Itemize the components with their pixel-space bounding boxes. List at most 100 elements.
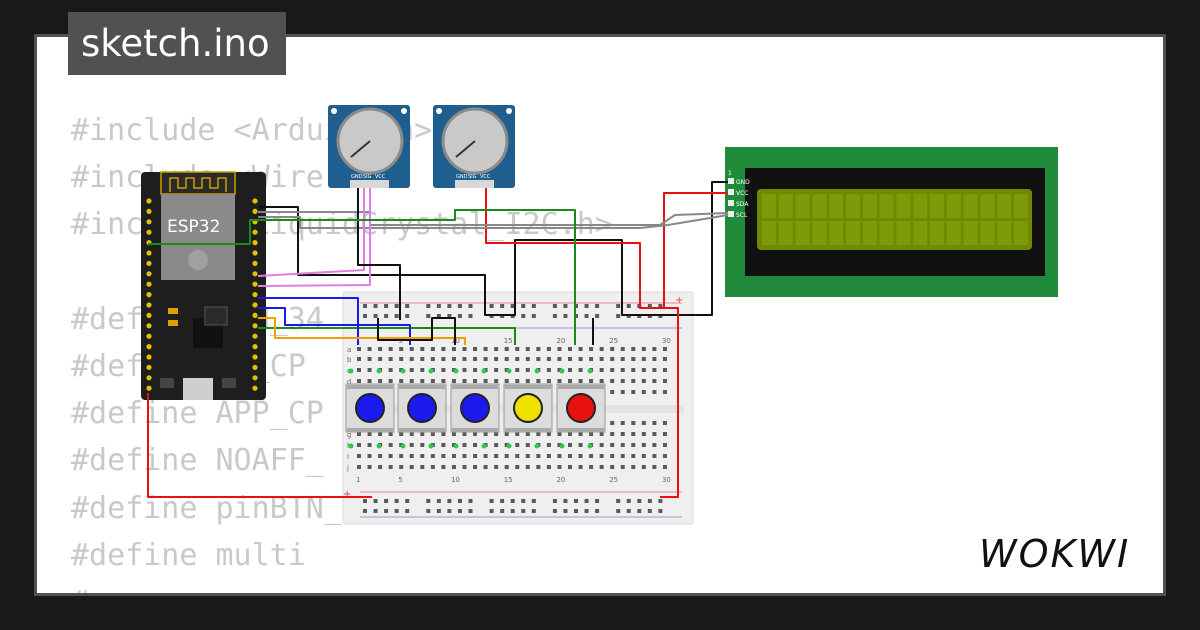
button-3[interactable] [450,368,500,449]
breadboard-hole [430,454,435,458]
breadboard-hole [662,443,667,447]
breadboard-hole [462,454,467,458]
rail-hole [637,509,642,513]
rail-hole [468,499,473,503]
breadboard-hole [483,432,488,436]
breadboard-hole [536,454,541,458]
breadboard-hole [620,357,625,361]
rail-hole [531,499,536,503]
breadboard-hole [536,347,541,351]
lcd-pin-label: SCL [736,212,748,219]
breadboard-hole [367,368,372,372]
lcd-cell [862,221,877,245]
breadboard-hole [599,357,604,361]
breadboard-hole [420,347,425,351]
pot-pin-label: GND [351,174,363,180]
breadboard-hole [568,368,572,372]
button-1[interactable] [345,368,395,449]
breadboard-hole [631,379,636,383]
wire-vcc-lcd [485,188,728,309]
rail-hole [373,304,378,308]
breadboard-hole [610,465,615,469]
wire-red-rail [147,393,372,498]
breadboard-hole [662,368,667,372]
wire-scl-lcd [258,214,729,229]
breadboard-hole [441,347,446,351]
potentiometer-1: GND SIG VCC [328,105,410,188]
breadboard-hole [610,379,615,383]
rail-hole [384,314,389,318]
breadboard-hole [546,368,551,372]
breadboard-hole [546,379,551,383]
push-buttons [345,368,606,449]
rail-hole [595,499,600,503]
breadboard-hole [578,454,583,458]
breadboard-row-label: g [347,431,351,439]
breadboard-row-label: i [347,453,349,461]
rail-plus-label: + [675,295,683,306]
rail-hole [626,509,631,513]
rail-hole [468,314,473,318]
lcd-cell [930,221,944,245]
button-4[interactable] [503,368,553,449]
breadboard-hole [589,357,594,361]
rail-hole [531,314,536,318]
breadboard-hole [494,379,499,383]
breadboard-row-label: j [346,464,349,472]
breadboard-hole [568,454,572,458]
breadboard-hole [494,368,499,372]
breadboard-hole [420,357,425,361]
rail-hole [552,509,557,513]
esp32-pin [252,344,258,350]
breadboard-hole [652,465,657,469]
button-5[interactable] [556,368,606,449]
breadboard-hole [620,347,625,351]
breadboard-hole [631,357,636,361]
lcd-cell [862,194,877,218]
lcd-character-cells [762,194,1028,245]
breadboard-hole [399,379,404,383]
breadboard-hole [504,465,509,469]
wokwi-logo: WOKWI [979,532,1128,576]
lcd-cell [913,194,928,218]
breadboard-hole [525,379,530,383]
esp32-pin [252,240,258,246]
breadboard-hole [557,432,562,436]
breadboard-hole [589,465,594,469]
breadboard-hole [652,443,657,447]
breadboard-hole [525,357,530,361]
breadboard-hole [462,443,467,447]
rail-hole [436,314,441,318]
breadboard-hole [620,465,625,469]
button-2[interactable] [397,368,447,449]
breadboard-hole [652,390,657,394]
rail-hole [489,304,494,308]
rail-hole [563,499,568,503]
rail-hole [363,509,367,513]
breadboard-hole [631,421,636,425]
lcd-cell [812,194,827,218]
wire-green-2 [258,327,516,345]
lcd-cell [896,221,911,245]
breadboard-hole [662,421,667,425]
esp32-pin [252,375,258,381]
breadboard-hole [610,421,615,425]
breadboard-hole [388,443,393,447]
rail-hole [500,499,505,503]
rail-hole [658,304,663,308]
breadboard-hole [357,443,361,447]
breadboard-hole [599,465,604,469]
breadboard-hole [620,390,625,394]
breadboard-hole [451,379,456,383]
breadboard-hole [399,357,404,361]
breadboard-hole [652,357,657,361]
breadboard-hole [420,432,425,436]
breadboard-hole [441,379,446,383]
breadboard-hole [641,432,646,436]
rail-hole [552,314,557,318]
breadboard-hole [620,379,625,383]
rail-hole [521,509,526,513]
esp32-pin [146,312,152,318]
breadboard-hole [409,443,414,447]
